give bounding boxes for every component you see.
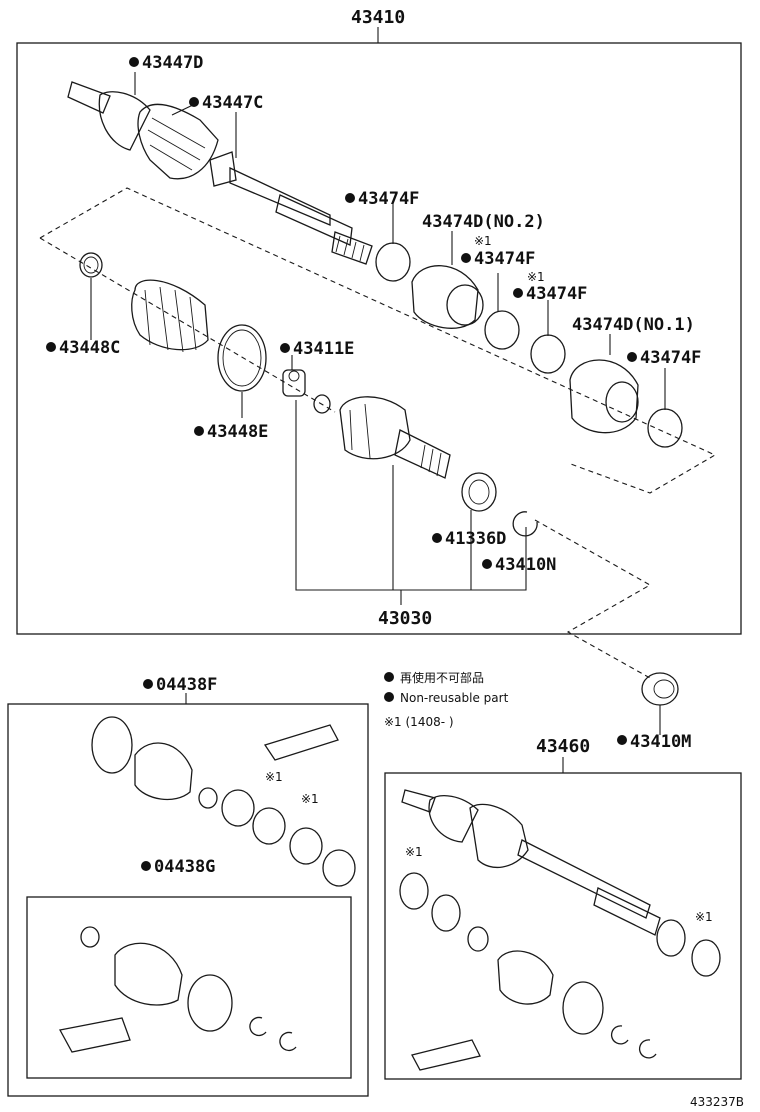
kit-inner-parts: [59, 926, 297, 1053]
oil-seal-41336d[interactable]: [461, 472, 497, 512]
tripod-joint-43411e[interactable]: [282, 355, 306, 397]
clamp-43474f-4[interactable]: [647, 408, 683, 448]
label-43474d-no2[interactable]: 43474D(NO.2): [422, 212, 545, 232]
kit-ref-mark-1: ※1: [265, 770, 283, 784]
drive-shaft-outer-assembly: [67, 81, 373, 265]
legend-en: Non-reusable part: [400, 691, 509, 705]
legend-jp: 再使用不可部品: [400, 670, 484, 685]
clamp-43448e[interactable]: [217, 324, 267, 392]
svg-text:04438G: 04438G: [154, 857, 215, 877]
label-43474f-4[interactable]: 43474F: [627, 348, 701, 368]
boot-43474d-no1[interactable]: [569, 359, 639, 434]
label-43448e[interactable]: 43448E: [194, 422, 268, 442]
label-43474f-3[interactable]: 43474F: [513, 284, 587, 304]
legend-note: ※1 (1408- ): [384, 715, 454, 729]
label-43411e[interactable]: 43411E: [280, 339, 354, 359]
boot-43474d-no2[interactable]: [411, 265, 484, 329]
clamp-43474f-3[interactable]: [530, 334, 566, 374]
kit-outer-parts: [91, 716, 356, 887]
label-43460[interactable]: 43460: [536, 736, 590, 757]
label-43447c[interactable]: 43447C: [189, 93, 263, 113]
snap-ring-small[interactable]: [313, 394, 331, 414]
svg-text:43447C: 43447C: [202, 93, 263, 113]
kit-ref-mark-2: ※1: [301, 792, 319, 806]
label-04438g[interactable]: 04438G: [141, 857, 215, 877]
label-43410n[interactable]: 43410N: [482, 555, 556, 575]
alt-shaft-parts: [399, 789, 721, 1071]
kit-04438g-frame: [26, 896, 352, 1079]
snap-ring-43410n[interactable]: [512, 511, 538, 537]
clamp-43474f-1[interactable]: [375, 242, 411, 282]
label-41336d[interactable]: 41336D: [432, 529, 506, 549]
svg-text:43447D: 43447D: [142, 53, 203, 73]
boot-group-outline: [39, 187, 717, 494]
svg-text:43474D(NO.2): 43474D(NO.2): [422, 212, 545, 232]
svg-text:43448E: 43448E: [207, 422, 268, 442]
clamp-43474f-2[interactable]: [484, 310, 520, 350]
alt-ref-mark-2: ※1: [695, 910, 713, 924]
inner-joint-housing: [339, 396, 451, 479]
alt-ref-mark-1: ※1: [405, 845, 423, 859]
svg-text:43474F: 43474F: [526, 284, 587, 304]
ref-mark-2: ※1: [527, 270, 545, 284]
svg-text:43474F: 43474F: [358, 189, 419, 209]
svg-text:43411E: 43411E: [293, 339, 354, 359]
shaft-43460-frame: [384, 772, 742, 1080]
label-43448c[interactable]: 43448C: [46, 338, 120, 358]
label-43447d[interactable]: 43447D: [129, 53, 203, 73]
bearing-43410m[interactable]: [641, 672, 679, 735]
label-43474f-2[interactable]: 43474F: [461, 249, 535, 269]
svg-text:41336D: 41336D: [445, 529, 506, 549]
svg-text:43410N: 43410N: [495, 555, 556, 575]
label-43474d-no1[interactable]: 43474D(NO.1): [572, 315, 695, 335]
bracket-43030: [295, 400, 527, 591]
label-43410[interactable]: 43410: [351, 7, 405, 28]
svg-text:04438F: 04438F: [156, 675, 217, 695]
svg-text:43474F: 43474F: [474, 249, 535, 269]
diagram-code: 433237B: [690, 1095, 744, 1109]
ref-mark-1: ※1: [474, 234, 492, 248]
label-43474f-1[interactable]: 43474F: [345, 189, 419, 209]
svg-text:43474F: 43474F: [640, 348, 701, 368]
label-43410m[interactable]: 43410M: [617, 732, 691, 752]
label-04438f[interactable]: 04438F: [143, 675, 217, 695]
svg-text:43448C: 43448C: [59, 338, 120, 358]
label-43030[interactable]: 43030: [378, 608, 432, 629]
outer-boot[interactable]: [131, 279, 209, 353]
svg-text:43410M: 43410M: [630, 732, 691, 752]
kit-04438f-frame: [7, 703, 369, 1097]
clamp-43448c[interactable]: [79, 252, 103, 278]
svg-text:43474D(NO.1): 43474D(NO.1): [572, 315, 695, 335]
main-assembly-frame: [16, 42, 742, 635]
legend: 再使用不可部品 Non-reusable part ※1 (1408- ): [384, 670, 509, 729]
